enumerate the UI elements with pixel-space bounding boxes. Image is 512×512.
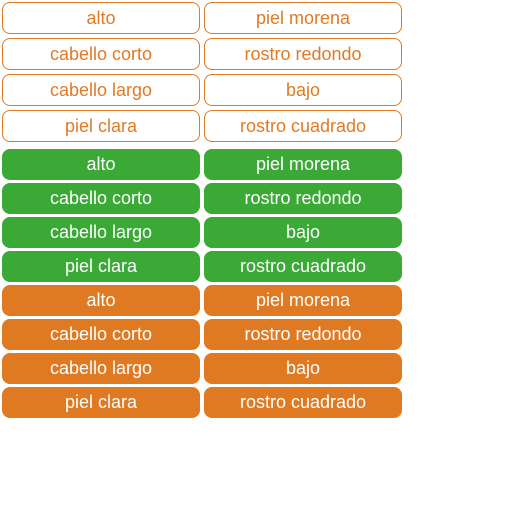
green-button-piel-clara[interactable]: piel clara bbox=[2, 251, 200, 282]
green-button-rostro-redondo[interactable]: rostro redondo bbox=[204, 183, 402, 214]
button-row: alto piel morena bbox=[0, 284, 404, 318]
green-button-piel-morena[interactable]: piel morena bbox=[204, 149, 402, 180]
outline-button-group: alto piel morena cabello corto rostro re… bbox=[0, 2, 404, 146]
button-row: piel clara rostro cuadrado bbox=[0, 110, 404, 146]
button-row: cabello largo bajo bbox=[0, 74, 404, 110]
outline-button-rostro-cuadrado[interactable]: rostro cuadrado bbox=[204, 110, 402, 142]
outline-button-bajo[interactable]: bajo bbox=[204, 74, 402, 106]
orange-button-piel-clara[interactable]: piel clara bbox=[2, 387, 200, 418]
outline-button-piel-morena[interactable]: piel morena bbox=[204, 2, 402, 34]
green-button-rostro-cuadrado[interactable]: rostro cuadrado bbox=[204, 251, 402, 282]
orange-button-piel-morena[interactable]: piel morena bbox=[204, 285, 402, 316]
button-row: alto piel morena bbox=[0, 148, 404, 182]
button-row: piel clara rostro cuadrado bbox=[0, 386, 404, 420]
orange-button-cabello-corto[interactable]: cabello corto bbox=[2, 319, 200, 350]
orange-button-group: alto piel morena cabello corto rostro re… bbox=[0, 284, 404, 420]
button-row: piel clara rostro cuadrado bbox=[0, 250, 404, 284]
orange-button-rostro-redondo[interactable]: rostro redondo bbox=[204, 319, 402, 350]
green-button-bajo[interactable]: bajo bbox=[204, 217, 402, 248]
button-row: cabello largo bajo bbox=[0, 352, 404, 386]
orange-button-bajo[interactable]: bajo bbox=[204, 353, 402, 384]
button-row: cabello corto rostro redondo bbox=[0, 38, 404, 74]
orange-button-rostro-cuadrado[interactable]: rostro cuadrado bbox=[204, 387, 402, 418]
outline-button-cabello-largo[interactable]: cabello largo bbox=[2, 74, 200, 106]
button-row: cabello corto rostro redondo bbox=[0, 318, 404, 352]
button-row: cabello largo bajo bbox=[0, 216, 404, 250]
outline-button-cabello-corto[interactable]: cabello corto bbox=[2, 38, 200, 70]
orange-button-alto[interactable]: alto bbox=[2, 285, 200, 316]
outline-button-rostro-redondo[interactable]: rostro redondo bbox=[204, 38, 402, 70]
button-row: cabello corto rostro redondo bbox=[0, 182, 404, 216]
orange-button-cabello-largo[interactable]: cabello largo bbox=[2, 353, 200, 384]
green-button-cabello-largo[interactable]: cabello largo bbox=[2, 217, 200, 248]
green-button-cabello-corto[interactable]: cabello corto bbox=[2, 183, 200, 214]
button-grid: alto piel morena cabello corto rostro re… bbox=[0, 2, 404, 420]
green-button-alto[interactable]: alto bbox=[2, 149, 200, 180]
outline-button-piel-clara[interactable]: piel clara bbox=[2, 110, 200, 142]
green-button-group: alto piel morena cabello corto rostro re… bbox=[0, 148, 404, 284]
button-row: alto piel morena bbox=[0, 2, 404, 38]
outline-button-alto[interactable]: alto bbox=[2, 2, 200, 34]
